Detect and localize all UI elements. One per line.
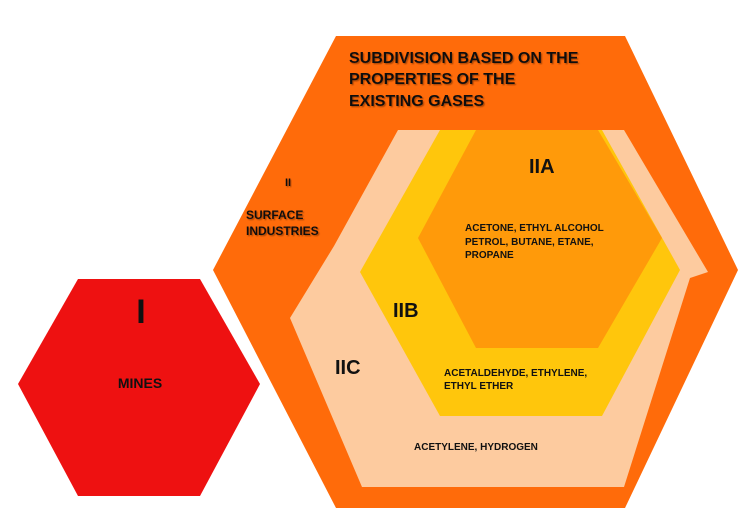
surface-label-line-1: SURFACE: [246, 208, 303, 222]
mines-label: MINES: [118, 375, 162, 391]
surface-label-line-2: INDUSTRIES: [246, 224, 319, 238]
iib-gases-line-1: ACETALDEHYDE, ETHYLENE,: [444, 368, 587, 379]
surface-numeral: II: [285, 177, 291, 189]
iia-gases-line-2: PETROL, BUTANE, ETANE,: [465, 237, 594, 248]
mines-hexagon: [18, 279, 260, 496]
heading-line-2: PROPERTIES OF THE: [349, 71, 516, 88]
iib-gases-line-2: ETHYL ETHER: [444, 381, 514, 392]
iia-gases-line-3: PROPANE: [465, 250, 514, 261]
heading-line-1: SUBDIVISION BASED ON THE: [349, 50, 579, 67]
mines-numeral: I: [136, 293, 145, 331]
iia-gases-line-1: ACETONE, ETHYL ALCOHOL: [465, 223, 604, 234]
iia-title: IIA: [529, 156, 555, 178]
iib-title: IIB: [393, 300, 419, 322]
iic-gases: ACETYLENE, HYDROGEN: [414, 442, 538, 453]
heading-line-3: EXISTING GASES: [349, 93, 484, 110]
iic-title: IIC: [335, 357, 361, 379]
iia-region: [418, 130, 662, 348]
